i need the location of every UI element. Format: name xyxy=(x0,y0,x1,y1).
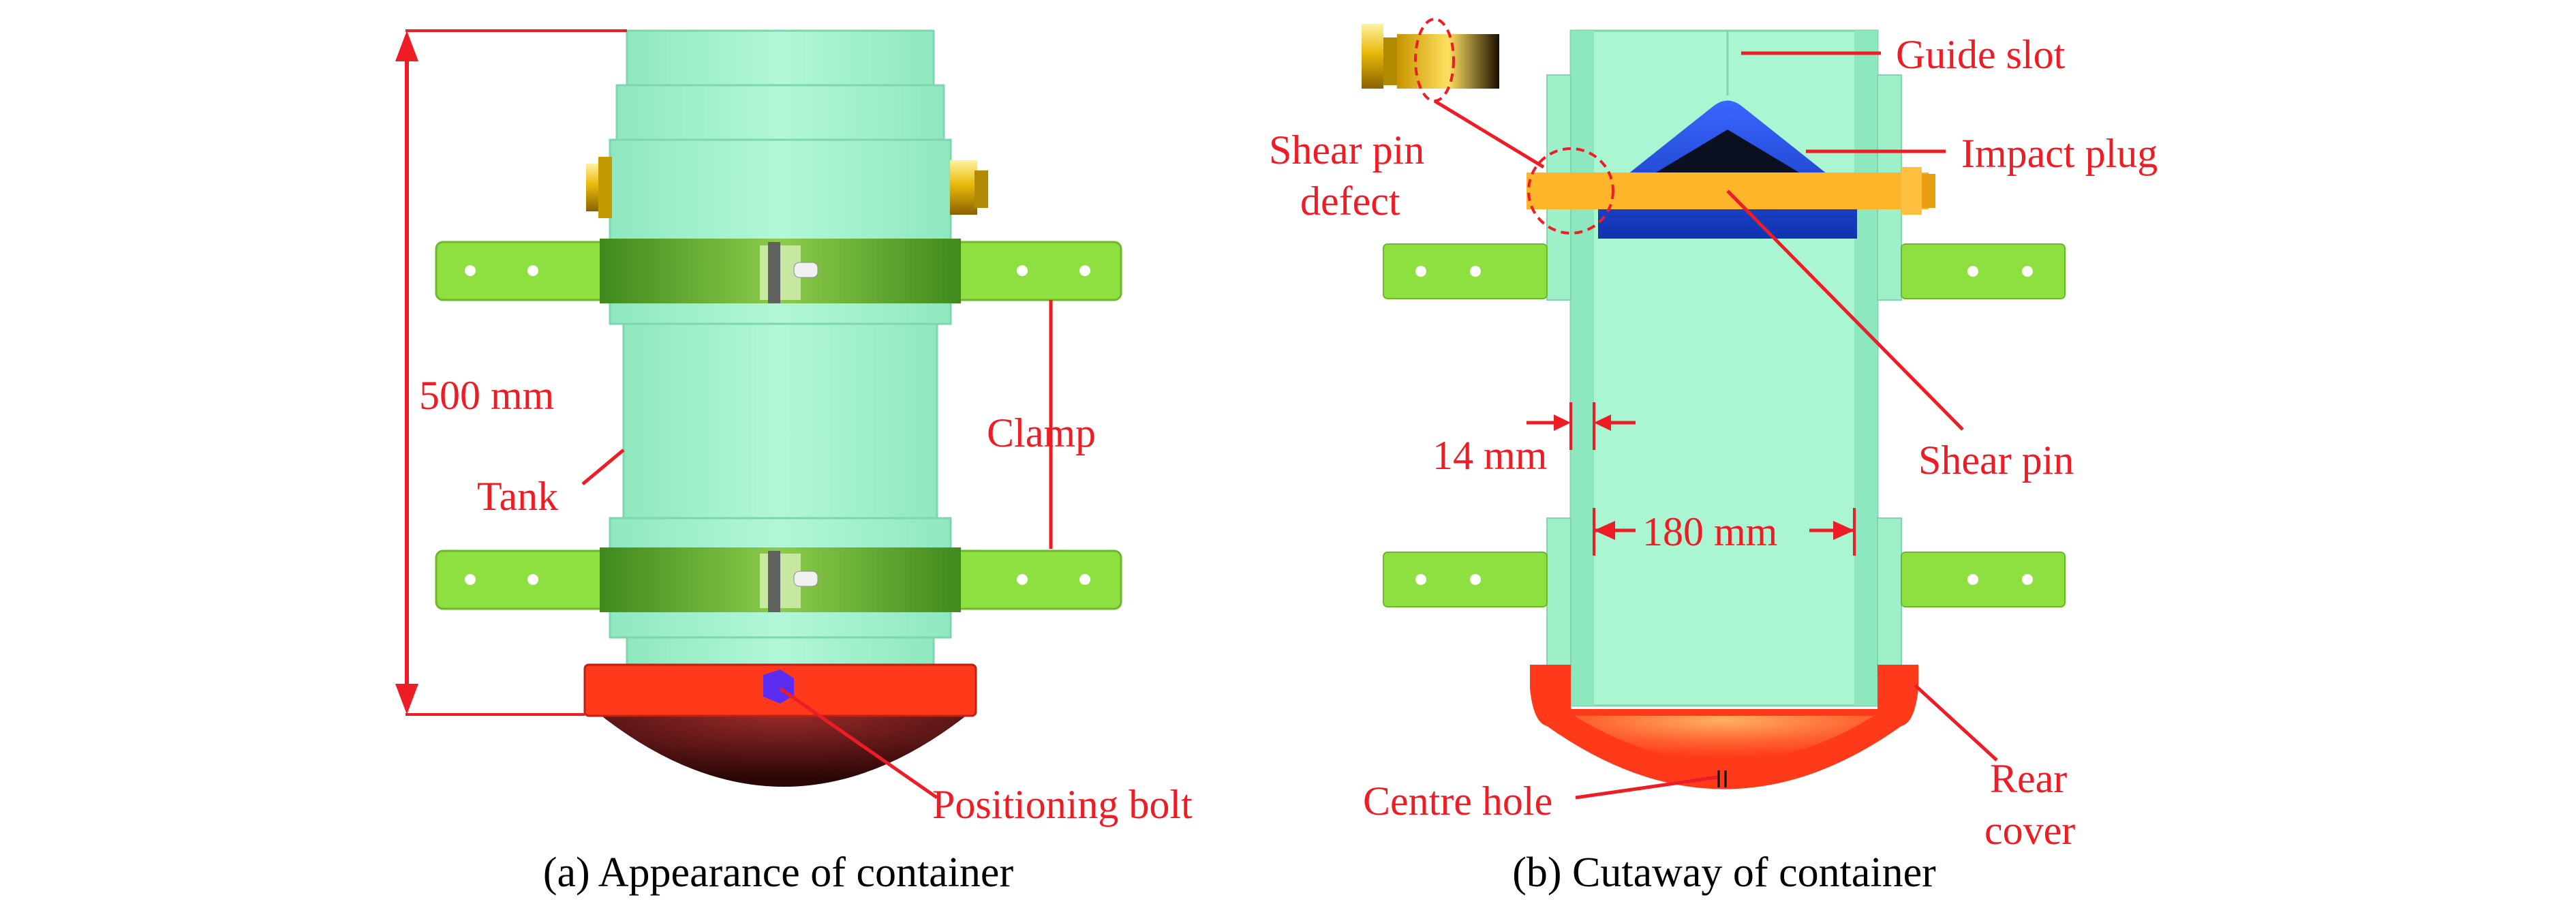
caption-a: (a) Appearance of container xyxy=(543,849,1014,896)
tank-label: Tank xyxy=(477,474,558,519)
clamp-lower xyxy=(435,547,1122,612)
tank-leader xyxy=(581,449,625,485)
centre-hole-label: Centre hole xyxy=(1363,779,1552,824)
shear-pin-leader xyxy=(1726,190,1964,431)
tank-body xyxy=(609,29,952,666)
diameter-label: 180 mm xyxy=(1642,509,1777,554)
side-fitting-left xyxy=(586,157,612,218)
panel-a-appearance: 500 mm Tank Clamp Positioning bolt (a) A… xyxy=(395,29,1193,896)
clamp-cut-upper xyxy=(1383,243,2066,299)
rear-cover-leader xyxy=(1914,684,1998,762)
diameter-dimension xyxy=(1593,508,1856,556)
centre-hole-leader xyxy=(1575,775,1718,800)
caption-b: (b) Cutaway of container xyxy=(1512,849,1936,896)
clamp-cut-lower xyxy=(1383,552,2066,607)
clamp-label: Clamp xyxy=(987,410,1096,455)
wall-label: 14 mm xyxy=(1432,433,1547,478)
rear-cover-label-2: cover xyxy=(1984,808,2075,853)
shear-pin-defect-label-1: Shear pin xyxy=(1269,127,1424,172)
rear-cover-b xyxy=(1530,665,1918,789)
defect-circle-icon xyxy=(1527,147,1614,235)
positioning-bolt-icon xyxy=(763,669,794,704)
positioning-bolt-label: Positioning bolt xyxy=(932,782,1193,827)
guide-slot-label: Guide slot xyxy=(1896,32,2066,77)
height-dimension xyxy=(395,29,627,716)
shear-pin-label: Shear pin xyxy=(1918,438,2074,483)
shear-pin-defect-label-2: defect xyxy=(1300,179,1400,224)
rear-cover-a xyxy=(583,663,977,787)
wall-dimension xyxy=(1527,402,1636,450)
impact-plug-label: Impact plug xyxy=(1961,131,2158,176)
clamp-upper xyxy=(435,239,1122,303)
shear-pin-detail xyxy=(1362,18,1499,102)
rear-cover-label-1: Rear xyxy=(1990,756,2067,801)
panel-b-cutaway: 14 mm 180 mm Guide slot Impact plug Shea… xyxy=(1269,18,2158,896)
side-fitting-right xyxy=(950,160,988,215)
height-label: 500 mm xyxy=(419,373,554,418)
positioning-bolt-leader xyxy=(779,687,938,800)
shear-pin-defect-leader xyxy=(1433,99,1545,169)
